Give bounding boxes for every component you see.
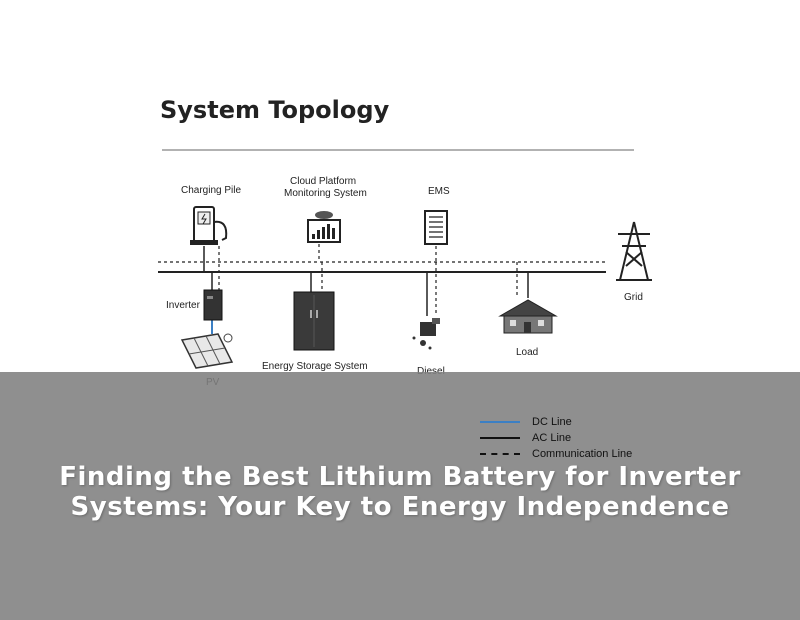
comm-line-swatch	[480, 453, 520, 455]
label-diesel: Diesel	[417, 366, 445, 377]
diesel-generator-icon	[412, 318, 440, 350]
label-inverter: Inverter	[166, 300, 201, 311]
pv-panel-icon	[180, 333, 234, 369]
energy-storage-icon	[293, 291, 335, 351]
legend-item-dc: DC Line	[480, 414, 680, 430]
house-load-icon	[498, 299, 558, 334]
label-grid: Grid	[624, 292, 643, 303]
charging-pile-icon	[190, 206, 228, 245]
inverter-icon	[203, 289, 223, 321]
legend-label-ac: AC Line	[532, 432, 572, 444]
label-ems: EMS	[428, 186, 450, 197]
legend-item-comm: Communication Line	[480, 446, 680, 462]
label-energy-storage: Energy Storage System	[262, 361, 368, 372]
ac-line-swatch	[480, 437, 520, 439]
line-legend: DC Line AC Line Communication Line	[480, 414, 680, 462]
legend-label-dc: DC Line	[532, 416, 572, 428]
ems-icon	[424, 210, 448, 245]
headline-line-2: Systems: Your Key to Energy Independence	[70, 492, 730, 522]
label-cloud-line2: Monitoring System	[284, 188, 367, 199]
grid-tower-icon	[616, 221, 652, 281]
label-charging-pile: Charging Pile	[181, 185, 241, 196]
legend-label-comm: Communication Line	[532, 448, 633, 460]
diagram-title: System Topology	[160, 96, 390, 124]
headline-line-1: Finding the Best Lithium Battery for Inv…	[59, 462, 741, 492]
legend-item-ac: AC Line	[480, 430, 680, 446]
headline-overlay	[0, 372, 800, 620]
label-load: Load	[516, 347, 538, 358]
cloud-monitoring-icon	[307, 211, 341, 243]
dc-line-swatch	[480, 421, 520, 423]
label-cloud-line1: Cloud Platform	[290, 176, 356, 187]
article-headline: Finding the Best Lithium Battery for Inv…	[40, 462, 760, 522]
